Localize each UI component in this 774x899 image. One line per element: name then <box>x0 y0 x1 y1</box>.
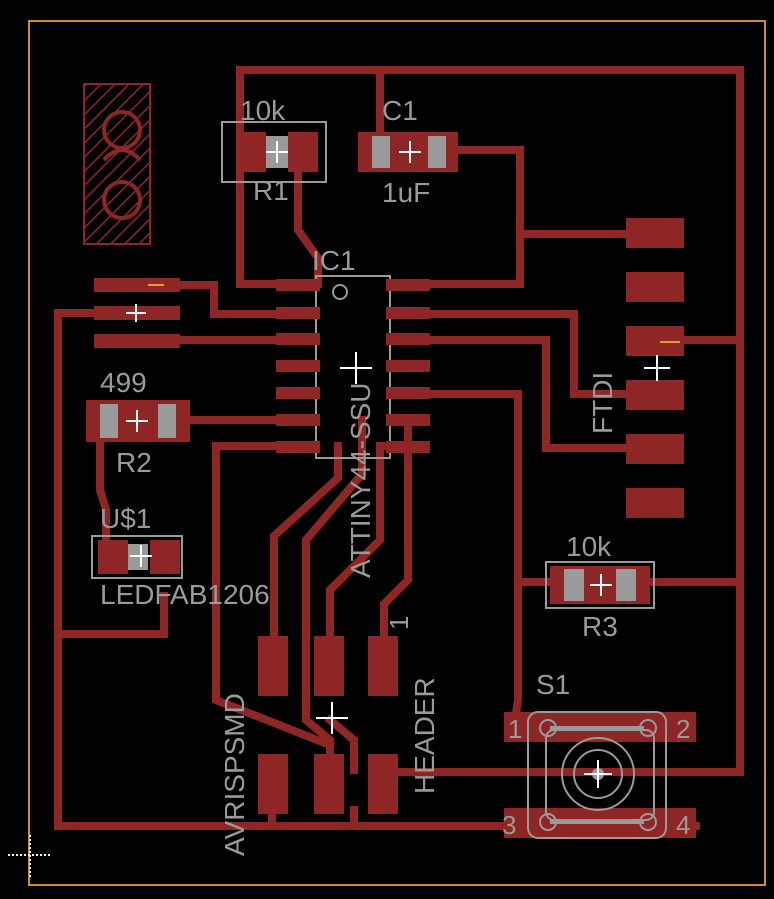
trace-gnd-bottom <box>54 630 524 830</box>
s1-pin1-label: 1 <box>508 714 522 744</box>
resistor-r2[interactable]: 499 R2 <box>86 367 190 478</box>
origin-crosshair <box>8 835 52 877</box>
ic1-attiny44[interactable]: IC1 ATTINY44-SSU <box>276 245 430 578</box>
avrisp-name-label: AVRISPSMD <box>219 693 250 856</box>
r2-value-label: 499 <box>100 367 147 398</box>
led-part-label: LEDFAB1206 <box>100 579 270 610</box>
capacitor-c1[interactable]: C1 1uF <box>358 95 458 208</box>
ic1-name-label: IC1 <box>312 245 356 276</box>
ic1-part-label: ATTINY44-SSU <box>345 382 376 578</box>
s1-pin4-label: 4 <box>676 810 690 840</box>
led-u1[interactable]: U$1 LEDFAB1206 <box>91 503 270 610</box>
header-pin1-label: 1 <box>384 616 414 630</box>
r1-name-label: R1 <box>253 175 289 206</box>
trace-top-bus <box>236 66 744 776</box>
trace-ic-rx <box>416 310 654 398</box>
avrisp-header[interactable]: HEADER 1 AVRISPSMD <box>219 616 440 856</box>
ftdi-name-label: FTDI <box>587 372 618 434</box>
trace-ic-vcc <box>416 230 524 288</box>
header-name-label: HEADER <box>409 677 440 794</box>
trace-hdr-diag <box>324 714 358 774</box>
trace-hdr-left <box>212 636 336 751</box>
s1-name-label: S1 <box>536 669 570 700</box>
board-outline <box>28 20 766 886</box>
switch-s1[interactable]: S1 1 2 3 4 <box>502 669 696 840</box>
resistor-r3[interactable]: 10k R3 <box>545 531 655 642</box>
trace-c1-right <box>456 146 654 238</box>
led-name-label: U$1 <box>100 503 151 534</box>
r3-name-label: R3 <box>582 611 618 642</box>
s1-pin3-label: 3 <box>502 810 516 840</box>
trace-r2-led <box>96 436 110 544</box>
ic1-right-pads <box>386 279 430 453</box>
hatched-fiducial-area <box>83 83 151 245</box>
trace-ic-reset <box>416 390 522 731</box>
resistor-r1[interactable]: 10k R1 <box>221 95 327 206</box>
trace-led-top <box>176 281 284 318</box>
trace-r1-right <box>294 146 322 288</box>
trace-ic-left-low <box>212 442 284 644</box>
r3-value-label: 10k <box>566 531 612 562</box>
trace-ic-tx <box>416 336 654 452</box>
s1-pin2-label: 2 <box>676 714 690 744</box>
c1-name-label: C1 <box>382 95 418 126</box>
led-pads-left[interactable] <box>94 278 180 348</box>
ic1-left-pads <box>276 279 320 453</box>
trace-ic-left-diag <box>270 442 342 644</box>
ftdi-connector[interactable]: FTDI <box>587 218 684 518</box>
r2-name-label: R2 <box>116 447 152 478</box>
c1-value-label: 1uF <box>382 177 430 208</box>
r1-value-label: 10k <box>240 95 286 126</box>
